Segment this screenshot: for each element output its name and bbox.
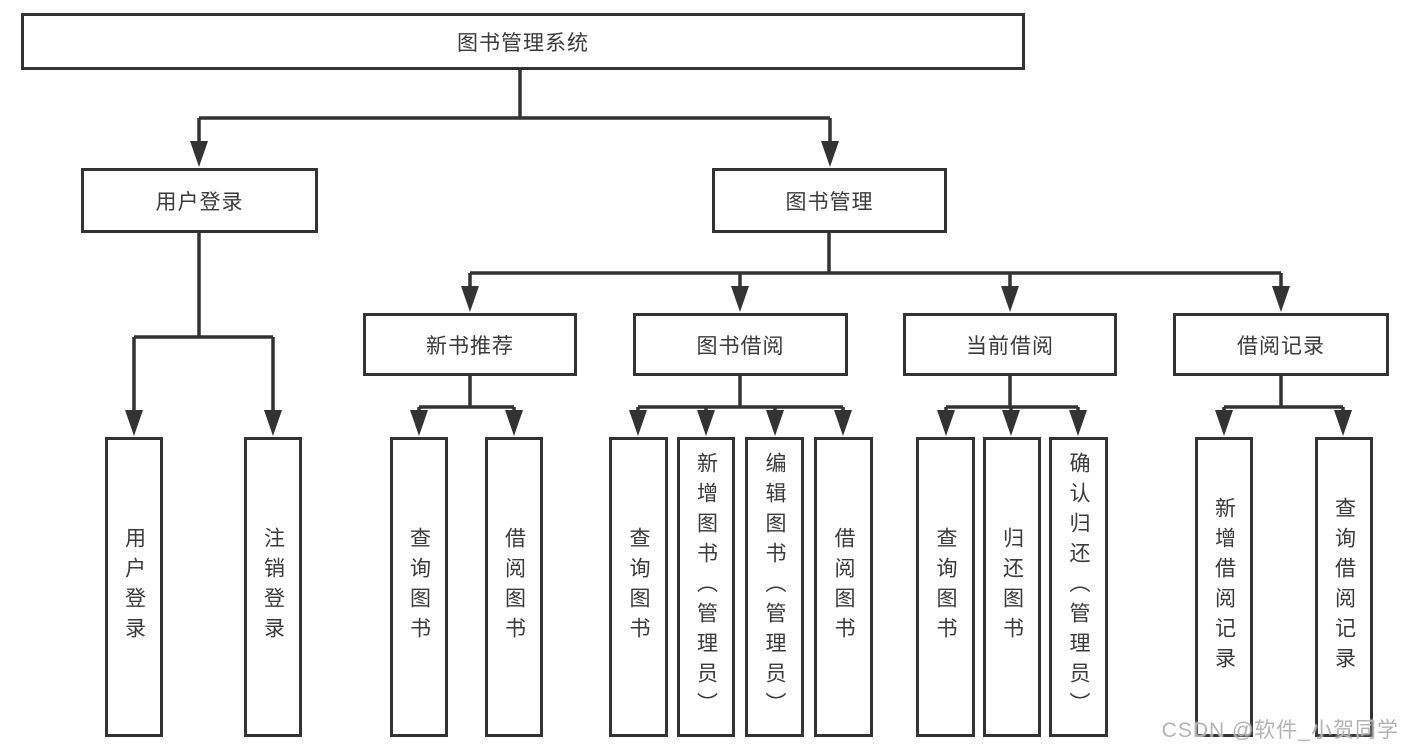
arrow-down-icon [1272, 286, 1290, 312]
node-label: 当前借阅 [966, 334, 1054, 358]
leaf-label: 注销登录 [261, 527, 285, 647]
leaf-logout: 注销登录 [244, 437, 302, 737]
leaf-user-login: 用户登录 [105, 437, 163, 737]
node-label: 用户登录 [155, 190, 244, 214]
leaf-label: 用户登录 [122, 527, 146, 647]
leaf-query-borrow-record: 查询借阅记录 [1315, 437, 1373, 737]
arrow-down-icon [190, 141, 208, 167]
node-book-borrow: 图书借阅 [633, 313, 848, 376]
leaf-borrow-books: 借阅图书 [814, 437, 873, 737]
leaf-add-books-admin: 新增图书（管理员） [677, 437, 735, 737]
leaf-label: 查询借阅记录 [1332, 497, 1356, 677]
connector-current-children [944, 376, 1080, 413]
leaf-label: 编辑图书（管理员） [763, 452, 786, 722]
leaf-label: 归还图书 [1000, 527, 1024, 647]
arrow-down-icon [629, 410, 647, 436]
leaf-label: 借阅图书 [502, 527, 526, 647]
arrowheads [125, 141, 1352, 436]
leaf-label: 查询图书 [934, 527, 957, 647]
connector-userlogin-children [132, 233, 275, 413]
node-label: 新书推荐 [426, 334, 514, 358]
node-label: 图书管理系统 [457, 31, 589, 55]
arrow-down-icon [937, 410, 955, 436]
node-label: 借阅记录 [1237, 334, 1325, 358]
connector-newrec-children [417, 376, 516, 413]
connector-root-to-level2 [197, 68, 832, 146]
connector-bookmgmt-children [468, 233, 1283, 290]
leaf-edit-books-admin: 编辑图书（管理员） [745, 437, 804, 737]
leaf-confirm-return-admin: 确认归还（管理员） [1049, 437, 1108, 737]
node-label: 图书借阅 [696, 334, 785, 358]
arrow-down-icon [505, 410, 523, 436]
arrow-down-icon [731, 286, 749, 312]
leaf-query-books: 查询图书 [916, 437, 975, 737]
connector-records-children [1222, 376, 1345, 413]
node-new-book-recommend: 新书推荐 [363, 313, 577, 376]
arrow-down-icon [461, 286, 479, 312]
arrow-down-icon [125, 410, 143, 436]
node-library-system: 图书管理系统 [21, 13, 1025, 70]
arrow-down-icon [834, 410, 852, 436]
arrow-down-icon [264, 410, 282, 436]
node-label: 图书管理 [785, 190, 874, 214]
csdn-watermark: CSDN @软件_小贺同学 [1161, 719, 1399, 742]
arrow-down-icon [766, 410, 784, 436]
connector-borrow-children [636, 376, 845, 413]
leaf-add-borrow-record: 新增借阅记录 [1195, 437, 1253, 737]
leaf-borrow-books: 借阅图书 [485, 437, 543, 737]
leaf-label: 新增图书（管理员） [694, 452, 718, 722]
node-borrow-records: 借阅记录 [1173, 313, 1389, 376]
arrow-down-icon [410, 410, 428, 436]
leaf-label: 查询图书 [407, 527, 431, 647]
node-book-management: 图书管理 [712, 168, 947, 233]
node-current-borrow: 当前借阅 [903, 313, 1117, 376]
leaf-label: 借阅图书 [832, 527, 855, 647]
leaf-query-books: 查询图书 [390, 437, 448, 737]
leaf-query-books: 查询图书 [609, 437, 668, 737]
leaf-label: 确认归还（管理员） [1067, 452, 1090, 722]
arrow-down-icon [1215, 410, 1233, 436]
leaf-return-books: 归还图书 [983, 437, 1041, 737]
arrow-down-icon [697, 410, 715, 436]
arrow-down-icon [821, 141, 839, 167]
node-user-login: 用户登录 [81, 168, 318, 233]
leaf-label: 新增借阅记录 [1212, 497, 1236, 677]
arrow-down-icon [1069, 410, 1087, 436]
arrow-down-icon [1334, 410, 1352, 436]
arrow-down-icon [1002, 410, 1020, 436]
leaf-label: 查询图书 [627, 527, 650, 647]
arrow-down-icon [1001, 286, 1019, 312]
